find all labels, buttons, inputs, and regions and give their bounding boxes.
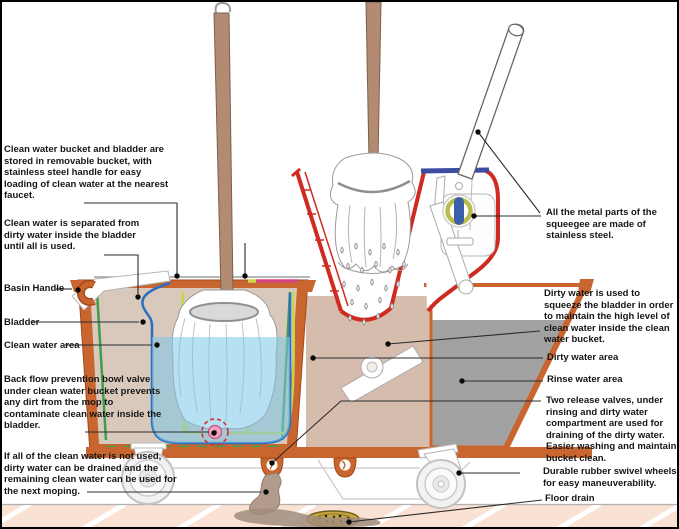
label-dirty-water-area: Dirty water area: [547, 352, 619, 363]
label-clean-water-area: Clean water area: [4, 340, 80, 351]
label-stainless-squeegee: All the metal parts of the squeegee are …: [546, 207, 657, 241]
mop-in-wringer: [329, 1, 416, 274]
label-floor-drain: Floor drain: [545, 493, 595, 504]
rinse-bucket: [424, 279, 594, 452]
connector-dots: [75, 129, 481, 525]
spill-stream: [233, 472, 381, 528]
squeegee-handle: [457, 23, 525, 180]
mop-hang-hook: [214, 1, 232, 14]
label-remaining-clean-water: If all of the clean water is not used, d…: [4, 451, 177, 497]
dirty-water-drops: [340, 242, 406, 326]
label-rinse-water-area: Rinse water area: [547, 374, 623, 385]
label-swivel-wheels: Durable rubber swivel wheels for easy ma…: [543, 466, 677, 489]
left-wheel: [121, 442, 175, 505]
label-basin-handle: Basin Handle: [4, 283, 65, 294]
squeegee-mechanism: [429, 175, 496, 295]
label-water-separation: Clean water is separated from dirty wate…: [4, 218, 140, 252]
clean-water: [152, 337, 290, 443]
label-bucket-storage: Clean water bucket and bladder are store…: [4, 144, 169, 201]
connector-lines: [32, 131, 543, 523]
trolley-base: [86, 447, 592, 458]
dirty-water-region: [306, 296, 431, 450]
label-release-valves: Two release valves, under rinsing and di…: [546, 395, 677, 464]
right-wheel: [416, 443, 466, 509]
label-bladder: Bladder: [4, 317, 40, 328]
steel-press-bar: [420, 167, 490, 174]
label-backflow-valve: Back flow prevention bowl valve under cl…: [4, 374, 162, 431]
basin-handle-hook: [71, 270, 171, 311]
label-bladder-squeeze: Dirty water is used to squeeze the bladd…: [544, 288, 674, 345]
